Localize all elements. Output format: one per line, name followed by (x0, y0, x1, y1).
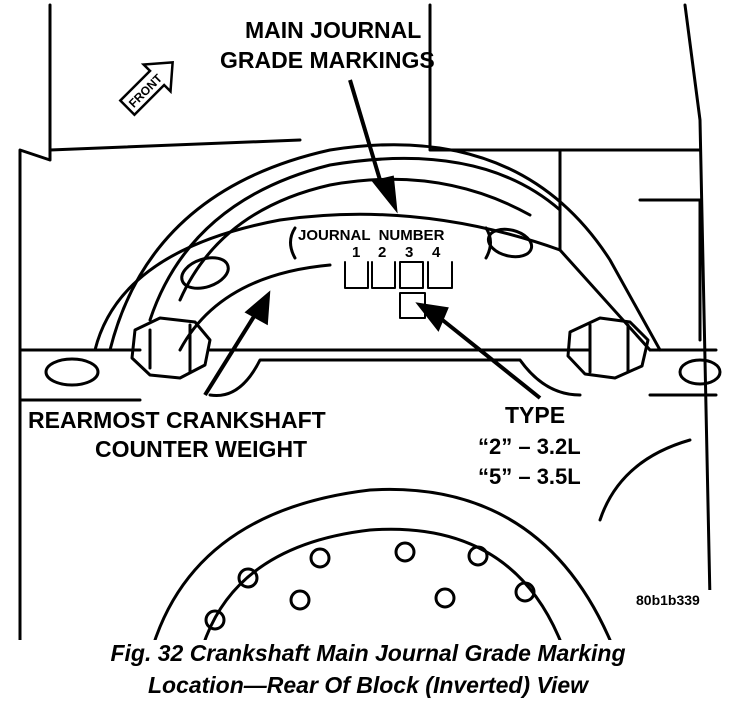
type-label-bg (470, 400, 610, 495)
block-outline-bottom-right (598, 438, 692, 522)
leader-main-journal-head (371, 175, 398, 214)
bolt-right-detail (588, 323, 630, 374)
flywheel-hole-2 (309, 547, 331, 569)
main-journal-label-line1: MAIN JOURNAL (245, 17, 421, 43)
leader-counter-weight (203, 308, 260, 397)
flywheel-hole-1 (237, 567, 259, 589)
journal-arc-1 (148, 156, 562, 322)
block-outline-mid-right (558, 148, 702, 342)
oil-hole-right (486, 227, 534, 259)
leader-type-head (415, 302, 449, 332)
flywheel-hole-7 (289, 589, 311, 611)
block-outline-upper-right (428, 3, 702, 152)
grade-mark-box-2 (371, 261, 396, 289)
grade-mark-box-4 (427, 261, 453, 289)
caption-line2: Location—Rear Of Block (Inverted) View (147, 672, 589, 698)
bolt-hole-left (44, 357, 100, 387)
bolt-hole-right (678, 358, 722, 386)
type-title: TYPE (505, 402, 565, 428)
leader-counter-weight-head (244, 290, 271, 326)
type-5-spec: “5” – 3.5L (478, 464, 581, 489)
grade-mark-box-3 (399, 261, 424, 289)
counter-weight-label-bg (25, 403, 390, 461)
flywheel-hole-5 (514, 581, 536, 603)
flywheel-inner (203, 527, 562, 640)
journal-arc-2 (178, 177, 532, 302)
journal-number-2: 2 (378, 244, 386, 261)
block-outline-right (683, 3, 712, 602)
figure-id-bg (632, 590, 714, 610)
journal-number-1: 1 (352, 244, 360, 261)
crankshaft-diagram: FRONT MAIN JOURNAL GRADE MARKINGS JOURNA… (18, 3, 722, 640)
bolt-right (566, 316, 650, 380)
flywheel-outer (153, 487, 612, 640)
caption-line1: Fig. 32 Crankshaft Main Journal Grade Ma… (110, 640, 626, 666)
journal-number-3: 3 (405, 244, 413, 261)
journal-bracket-left (289, 226, 297, 260)
block-rail-lower (18, 358, 718, 402)
type-mark-box (399, 292, 426, 319)
counter-weight-label-line1: REARMOST CRANKSHAFT (28, 407, 326, 433)
block-outline-left (18, 3, 52, 640)
flywheel-hole-4 (467, 545, 489, 567)
flywheel-hole-8 (434, 587, 456, 609)
type-2-spec: “2” – 3.2L (478, 434, 581, 459)
counter-weight-label-line2: COUNTER WEIGHT (95, 436, 307, 462)
main-journal-label-line2: GRADE MARKINGS (220, 47, 435, 73)
counter-weight-outline (93, 212, 652, 352)
oil-hole-left (180, 256, 230, 290)
bolt-left-detail (148, 323, 192, 374)
journal-bracket-right (484, 226, 492, 260)
flywheel-hole-6 (204, 609, 226, 631)
grade-mark-box-1 (344, 261, 369, 289)
bolt-left (130, 316, 212, 380)
journal-number-label: JOURNAL NUMBER (298, 227, 445, 244)
leader-type (438, 316, 542, 400)
journal-outer-arc (108, 143, 662, 352)
block-outline-top-left (48, 138, 302, 152)
leader-main-journal (348, 79, 385, 191)
front-arrow-icon: FRONT (118, 61, 174, 117)
figure-id: 80b1b339 (636, 592, 700, 608)
flywheel-hole-3 (394, 541, 416, 563)
journal-number-4: 4 (432, 244, 441, 261)
